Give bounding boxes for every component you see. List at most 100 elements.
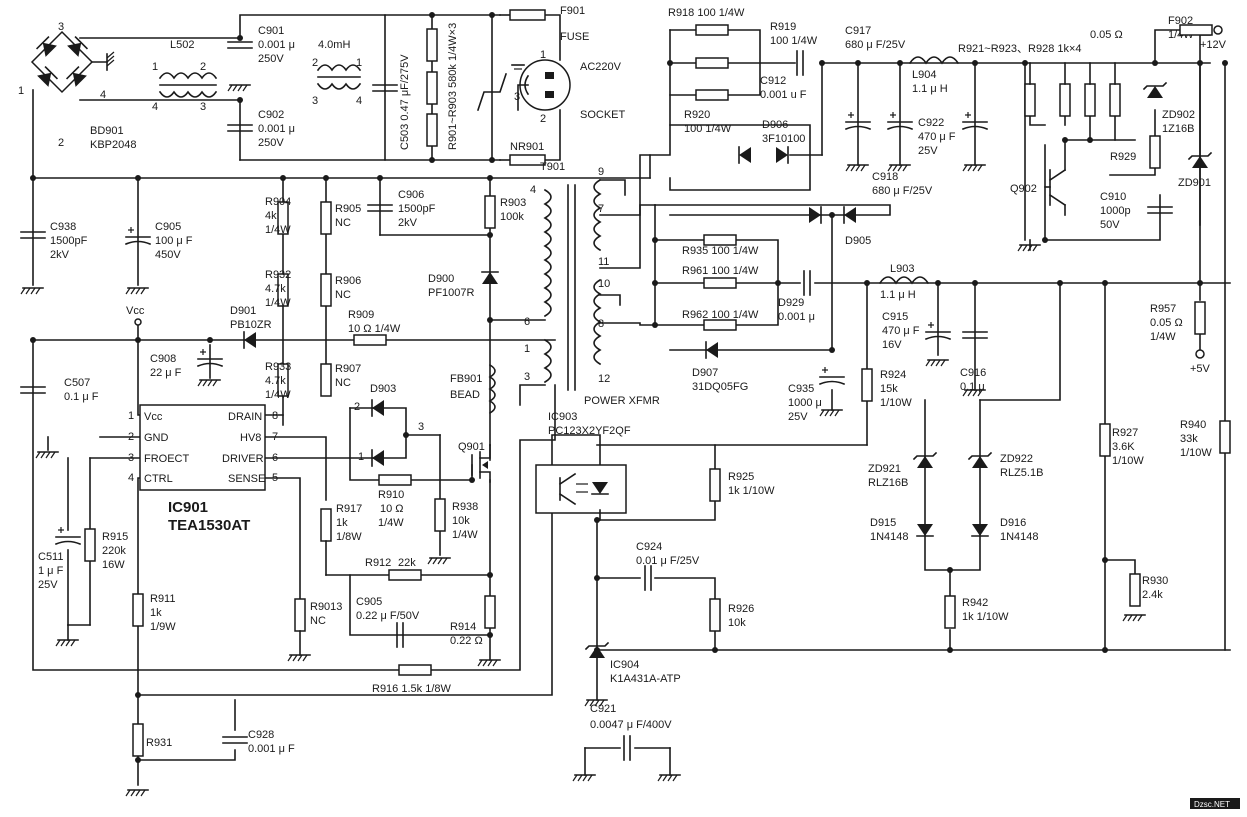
zd922-label: ZD922 — [1000, 453, 1033, 465]
bridge-pin3: 3 — [58, 21, 64, 33]
c901-value: 0.001 μ — [258, 39, 295, 51]
plus12-terminal[interactable] — [1213, 25, 1223, 35]
ground-symbol — [287, 654, 311, 662]
d903-pin2: 2 — [354, 401, 360, 413]
f902-label: F902 — [1168, 15, 1193, 27]
c511-voltage: 25V — [38, 579, 58, 591]
plus5-label: +5V — [1190, 363, 1211, 375]
r940-value: 33k — [1180, 433, 1198, 445]
choke-label: 4.0mH — [318, 39, 350, 51]
xf-pin8: 8 — [598, 318, 604, 330]
choke-pin3: 3 — [312, 95, 318, 107]
c938-value: 1500pF — [50, 235, 88, 247]
r927-power: 1/10W — [1112, 455, 1144, 467]
r938-value: 10k — [452, 515, 470, 527]
r907-resistor — [320, 363, 332, 397]
r961-label: R961 100 1/4W — [682, 265, 759, 277]
r933-label: R933 — [265, 361, 291, 373]
l903-label: L903 — [890, 263, 914, 275]
r909-value: 10 Ω 1/4W — [348, 323, 401, 335]
c917-label: C917 — [845, 25, 871, 37]
r920-label: R920 — [684, 109, 710, 121]
r962-resistor — [703, 319, 737, 331]
c902-value: 0.001 μ — [258, 123, 295, 135]
r918c-resistor — [695, 89, 729, 101]
d901-diode — [243, 331, 257, 349]
t901-label: T901 — [540, 161, 565, 173]
r926-label: R926 — [728, 603, 754, 615]
l903-value: 1.1 μ H — [880, 289, 916, 301]
ground-symbol — [572, 774, 596, 782]
r933-power: 1/4W — [265, 389, 291, 401]
c905a-value: 100 μ F — [155, 235, 193, 247]
r917-power: 1/8W — [336, 531, 362, 543]
r942-resistor — [944, 595, 956, 629]
c906-voltage: 2kV — [398, 217, 418, 229]
r932-label: R932 — [265, 269, 291, 281]
ground-symbol — [819, 409, 843, 417]
r903-label: R903 — [500, 197, 526, 209]
fuse-label: FUSE — [560, 31, 589, 43]
ic901-part: TEA1530AT — [168, 517, 250, 534]
ac-socket[interactable] — [511, 59, 571, 111]
socket-pin2: 2 — [540, 113, 546, 125]
r912-resistor — [388, 569, 422, 581]
r957-label: R957 — [1150, 303, 1176, 315]
r916-label: R916 1.5k 1/8W — [372, 683, 451, 695]
ground-symbol — [477, 659, 501, 667]
r927-label: R927 — [1112, 427, 1138, 439]
xf-pin9: 9 — [598, 166, 604, 178]
r905-value: NC — [335, 217, 351, 229]
plus12-label: +12V — [1200, 39, 1227, 51]
r933-value: 4.7k — [265, 375, 286, 387]
socket-label: SOCKET — [580, 109, 626, 121]
c922-voltage: 25V — [918, 145, 938, 157]
r914-label: R914 — [450, 621, 476, 633]
c905b-value: 0.22 μ F/50V — [356, 610, 420, 622]
r938-label: R938 — [452, 501, 478, 513]
l502-pin4: 4 — [152, 101, 158, 113]
r940-label: R940 — [1180, 419, 1206, 431]
r931-label: R931 — [146, 737, 172, 749]
ground-symbol — [227, 84, 251, 92]
r911-value: 1k — [150, 607, 162, 619]
r922-resistor — [1059, 83, 1071, 117]
c915-value: 470 μ F — [882, 325, 920, 337]
d907-value: 31DQ05FG — [692, 381, 748, 393]
r926-resistor — [709, 598, 721, 632]
r917-value: 1k — [336, 517, 348, 529]
vcc-terminal — [134, 318, 142, 326]
ic901-pin-drain: DRAIN — [228, 411, 262, 423]
c912-label: C912 — [760, 75, 786, 87]
c511-value: 1 μ F — [38, 565, 64, 577]
bridge-name: BD901 — [90, 125, 124, 137]
r901-resistor-chain — [426, 28, 438, 147]
d905-label: D905 — [845, 235, 871, 247]
zd901-zener — [1188, 152, 1212, 169]
xf-pin3: 3 — [524, 371, 530, 383]
c935-electrolytic — [819, 366, 845, 385]
r928-resistor — [1109, 83, 1121, 117]
r940-power: 1/10W — [1180, 447, 1212, 459]
r940-resistor — [1219, 420, 1231, 454]
r932-power: 1/4W — [265, 297, 291, 309]
r930-value: 2.4k — [1142, 589, 1163, 601]
d916-label: D916 — [1000, 517, 1026, 529]
plus5-terminal[interactable] — [1195, 349, 1205, 359]
spark-gap — [476, 72, 508, 112]
r906-label: R906 — [335, 275, 361, 287]
c912-value: 0.001 u F — [760, 89, 807, 101]
c910-voltage: 50V — [1100, 219, 1120, 231]
r942-value: 1k 1/10W — [962, 611, 1009, 623]
fb901-bead — [488, 363, 496, 415]
ic901-pin2: 2 — [128, 431, 134, 443]
c906-value: 1500pF — [398, 203, 436, 215]
r914-resistor — [484, 595, 496, 629]
r914-value: 0.22 Ω — [450, 635, 483, 647]
ground-symbol — [962, 164, 986, 172]
r911-label: R911 — [150, 593, 175, 605]
d903-label: D903 — [370, 383, 396, 395]
xf-pin12: 12 — [598, 373, 610, 385]
ground-symbol — [845, 164, 869, 172]
